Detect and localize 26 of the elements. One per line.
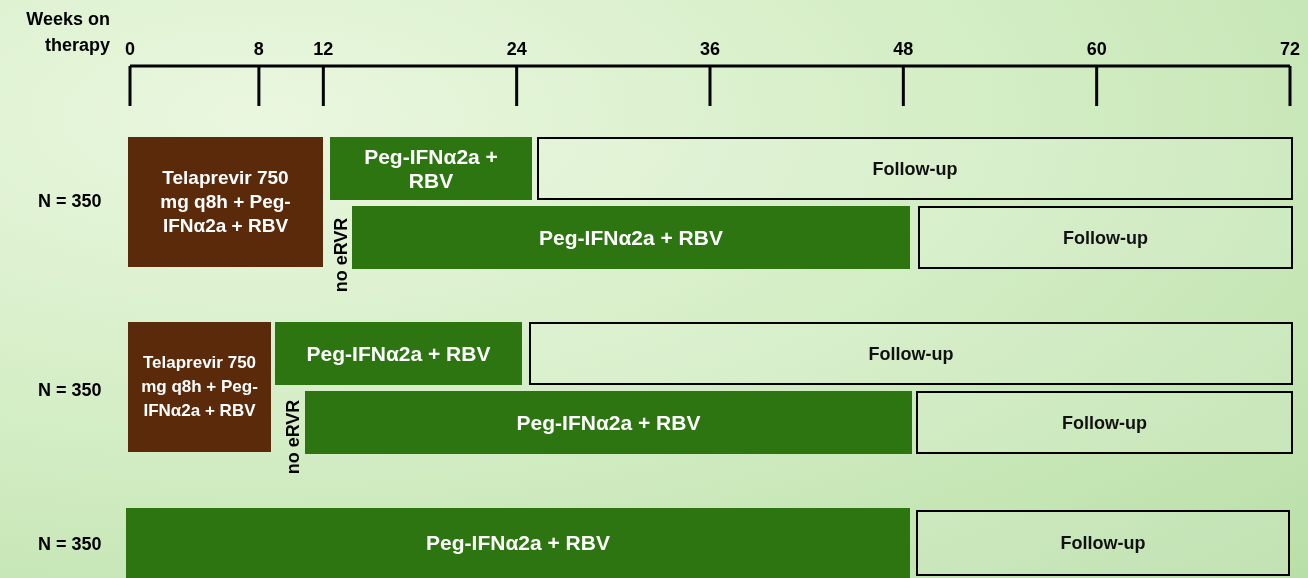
follow-up-bar: Follow-up (918, 206, 1293, 269)
tick-label: 60 (1085, 38, 1108, 61)
follow-up-bar: Follow-up (529, 322, 1293, 385)
condition-label: no eRVR (282, 399, 304, 475)
condition-label: no eRVR (330, 217, 352, 293)
follow-up-bar: Follow-up (916, 391, 1293, 454)
treatment-bar: Peg-IFNα2a + RBV (330, 137, 532, 200)
follow-up-bar: Follow-up (537, 137, 1293, 200)
tick-label: 24 (505, 38, 528, 61)
tick-label: 12 (312, 38, 335, 61)
treatment-bar: Peg-IFNα2a + RBV (275, 322, 522, 385)
treatment-bar: Telaprevir 750 mg q8h + Peg-IFNα2a + RBV (128, 137, 323, 267)
group-size-label: N = 350 (38, 380, 102, 401)
treatment-bar: Peg-IFNα2a + RBV (126, 508, 910, 578)
tick-label: 72 (1279, 38, 1301, 61)
axis-title: Weeks on therapy (25, 8, 110, 57)
treatment-bar: Peg-IFNα2a + RBV (352, 206, 910, 269)
tick-label: 0 (124, 38, 136, 61)
group-size-label: N = 350 (38, 191, 102, 212)
follow-up-bar: Follow-up (916, 510, 1290, 576)
tick-label: 48 (892, 38, 915, 61)
treatment-bar: Telaprevir 750 mg q8h + Peg-IFNα2a + RBV (128, 322, 271, 452)
group-size-label: N = 350 (38, 534, 102, 555)
tick-label: 8 (252, 38, 265, 61)
tick-label: 36 (699, 38, 721, 61)
treatment-bar: Peg-IFNα2a + RBV (305, 391, 912, 454)
